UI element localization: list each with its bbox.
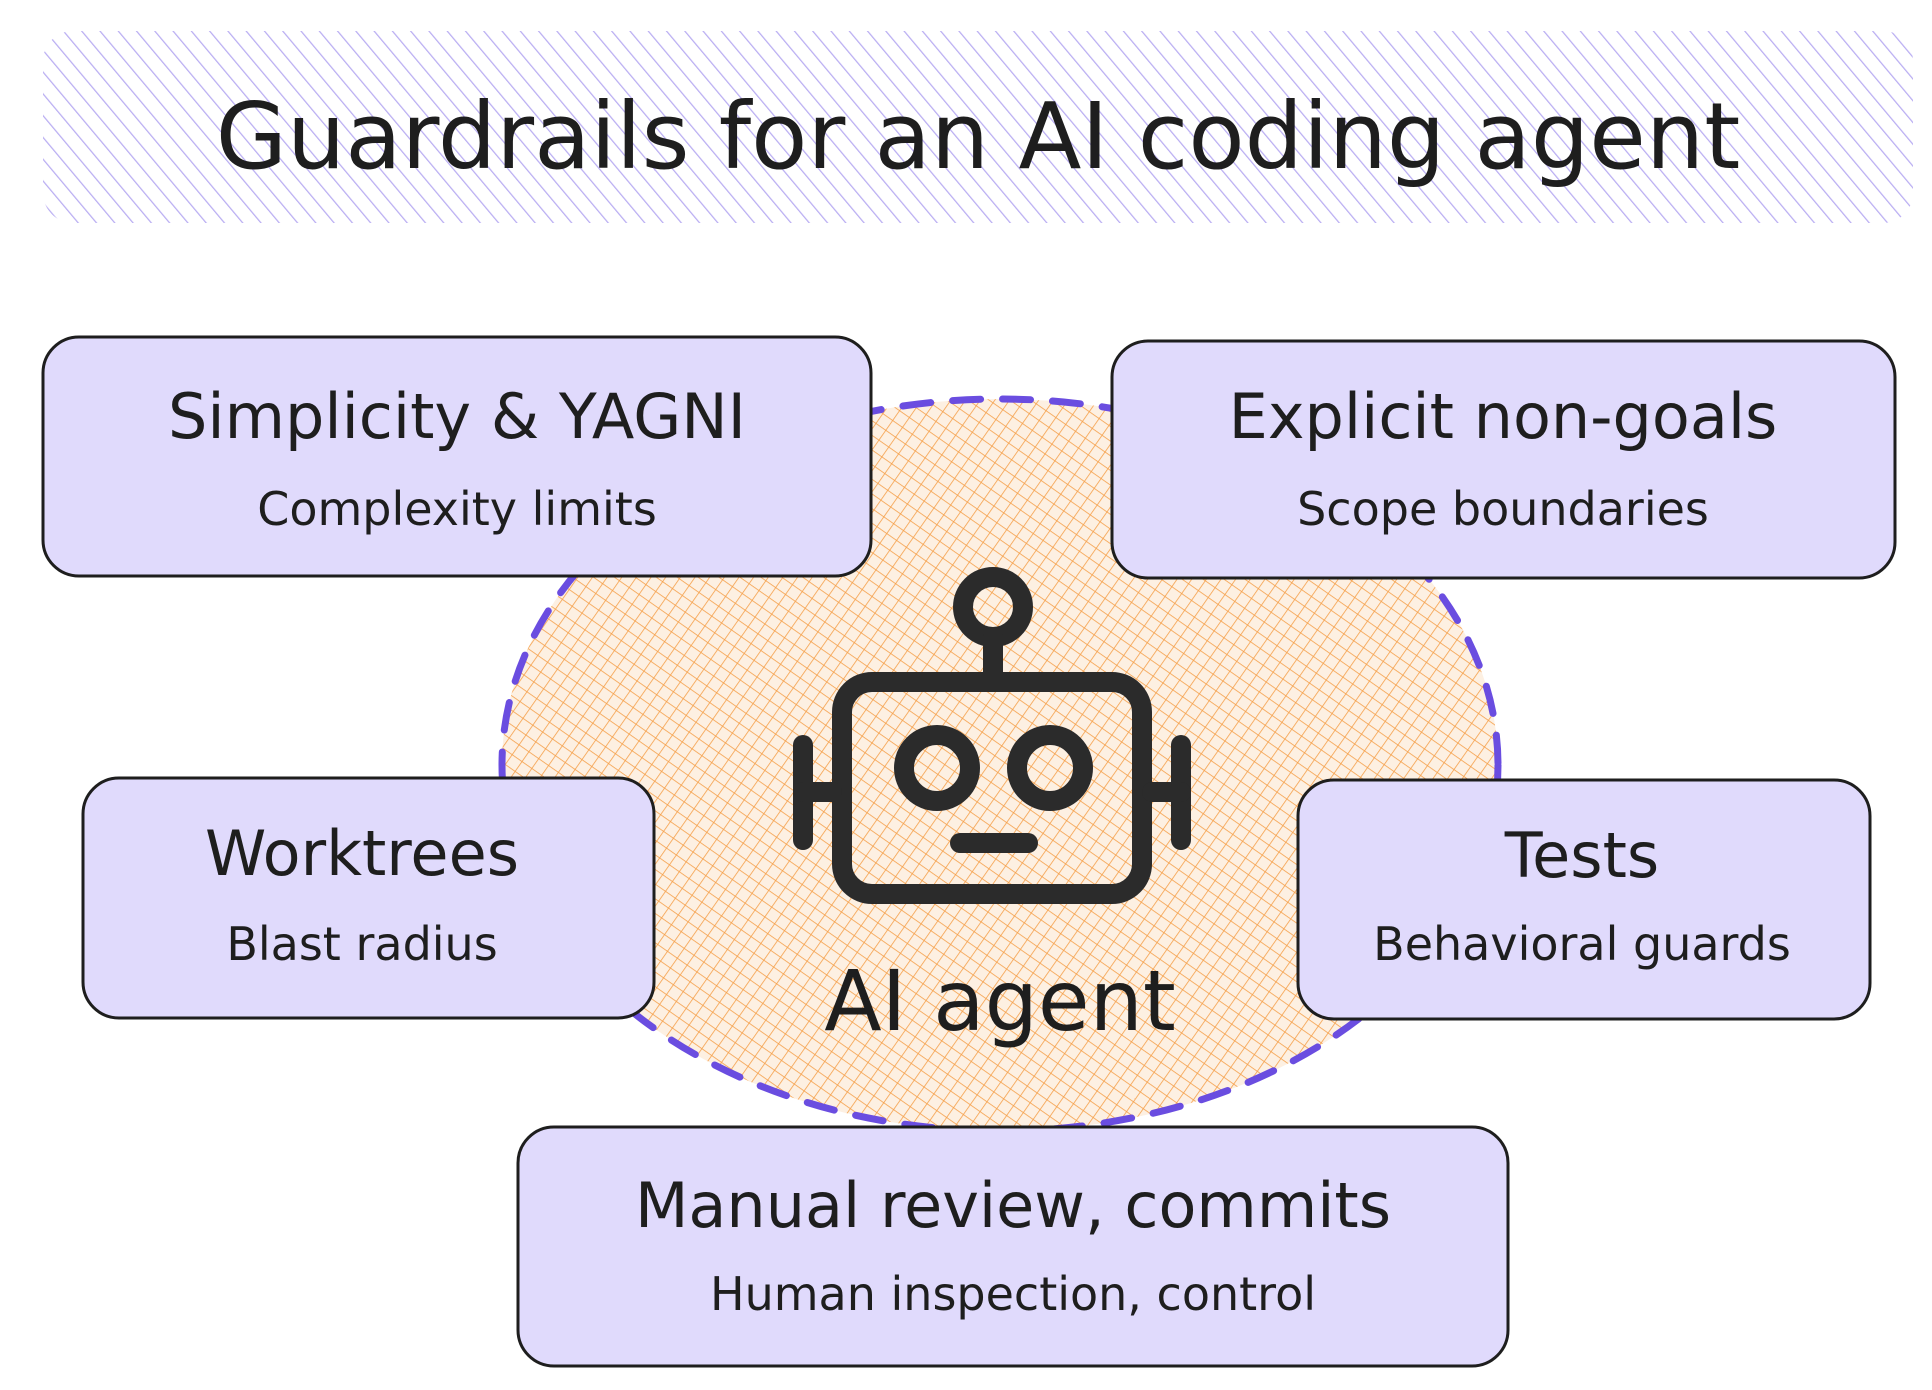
box-tests: Tests Behavioral guards: [1296, 778, 1872, 1021]
box-subtitle: Scope boundaries: [1297, 482, 1709, 536]
box-subtitle: Human inspection, control: [710, 1267, 1316, 1321]
title-banner: Guardrails for an AI coding agent: [43, 31, 1913, 223]
box-title: Simplicity & YAGNI: [168, 380, 746, 453]
agent-label: AI agent: [824, 952, 1176, 1050]
box-title: Manual review, commits: [635, 1169, 1391, 1242]
box-worktrees: Worktrees Blast radius: [81, 776, 656, 1020]
box-title: Tests: [1504, 819, 1659, 892]
box-non-goals: Explicit non-goals Scope boundaries: [1110, 339, 1897, 580]
box-subtitle: Behavioral guards: [1373, 917, 1791, 971]
box-title: Worktrees: [205, 817, 519, 890]
box-title: Explicit non-goals: [1229, 380, 1778, 453]
robot-icon: [793, 567, 1191, 904]
agent-circle: [498, 395, 1502, 1135]
box-subtitle: Complexity limits: [257, 482, 657, 536]
diagram-title: Guardrails for an AI coding agent: [216, 83, 1741, 190]
box-manual-review: Manual review, commits Human inspection,…: [516, 1125, 1510, 1368]
box-simplicity: Simplicity & YAGNI Complexity limits: [41, 335, 873, 578]
box-subtitle: Blast radius: [226, 917, 497, 971]
